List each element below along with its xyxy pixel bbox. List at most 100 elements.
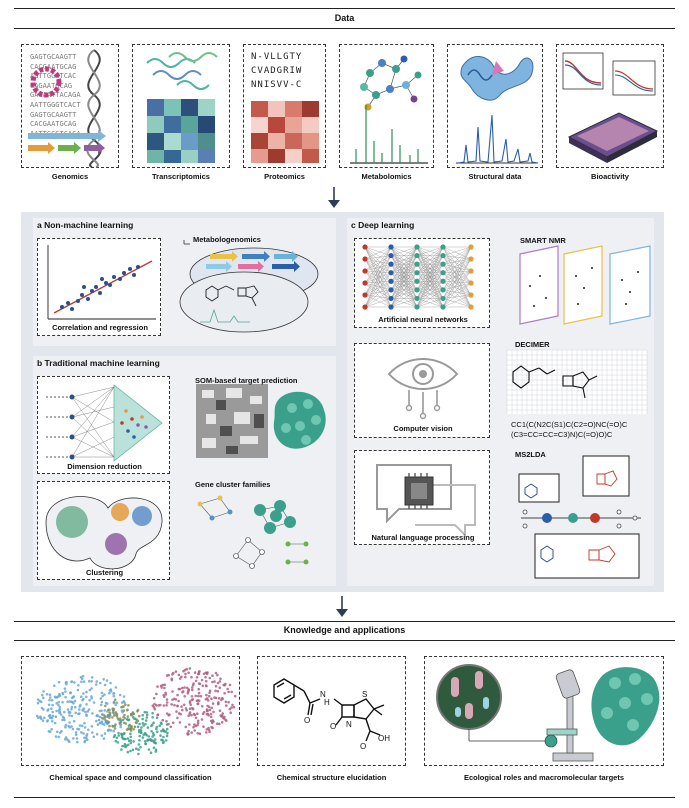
- compound-point: [85, 713, 88, 716]
- compound-point: [188, 700, 192, 703]
- compound-point: [191, 688, 194, 692]
- compound-point: [81, 675, 85, 678]
- expression-heatmap: [147, 99, 215, 163]
- compound-point: [192, 725, 195, 729]
- compound-point: [165, 704, 168, 707]
- compound-point: [165, 720, 168, 723]
- compound-point: [221, 697, 224, 701]
- compound-point: [82, 697, 85, 701]
- compound-point: [184, 675, 187, 679]
- compound-point: [53, 684, 56, 688]
- data-rule: [14, 28, 675, 29]
- compound-point: [50, 727, 53, 731]
- nn-node: [414, 278, 420, 284]
- compound-point: [228, 683, 232, 687]
- dimension-reduction-graphic: [46, 384, 163, 462]
- nn-node: [362, 280, 368, 286]
- compound-point: [57, 735, 61, 739]
- nn-node: [388, 304, 394, 310]
- compound-point: [146, 738, 150, 742]
- compound-point: [73, 681, 76, 684]
- compound-point: [177, 673, 181, 677]
- compound-point: [132, 727, 135, 731]
- ecological-label: Ecological roles and macromolecular targ…: [463, 773, 625, 782]
- nn-node: [440, 244, 446, 250]
- compound-point: [123, 742, 127, 746]
- nn-node: [468, 304, 474, 310]
- cluster-green: [56, 506, 88, 538]
- compound-point: [183, 686, 186, 689]
- compound-point: [138, 739, 141, 742]
- compound-point: [48, 730, 52, 733]
- compound-point: [125, 744, 128, 747]
- compound-point: [227, 690, 230, 694]
- compound-point: [103, 732, 107, 735]
- compound-point: [190, 731, 193, 734]
- compound-point: [42, 690, 45, 693]
- gene-arrows: [28, 133, 98, 139]
- compound-point: [64, 690, 67, 693]
- compound-point: [145, 716, 149, 719]
- scatter-regression: [47, 245, 156, 320]
- compound-point: [133, 725, 137, 729]
- compound-point: [207, 694, 211, 698]
- compound-point: [170, 677, 174, 680]
- compound-point: [70, 708, 73, 711]
- compound-point: [61, 718, 64, 722]
- compound-point: [88, 688, 92, 692]
- compound-point: [205, 712, 209, 716]
- compound-point: [59, 731, 62, 734]
- compound-point: [120, 734, 124, 737]
- ecological-graphic: [436, 664, 660, 762]
- compound-point: [111, 716, 114, 719]
- mass-spectrum: [350, 105, 428, 164]
- compound-point: [100, 700, 104, 704]
- compound-point: [207, 728, 211, 732]
- compound-point: [125, 728, 129, 731]
- compound-point: [50, 720, 54, 723]
- compound-point: [126, 750, 130, 754]
- compound-point: [210, 721, 214, 725]
- compound-point: [51, 703, 54, 707]
- compound-point: [105, 719, 108, 723]
- compound-point: [112, 694, 116, 698]
- compound-point: [160, 729, 163, 733]
- penicillin-structure: [205, 285, 259, 307]
- compound-point: [196, 719, 200, 723]
- compound-point: [147, 748, 151, 751]
- compound-point: [141, 722, 145, 725]
- compound-point: [90, 676, 94, 679]
- microscope-icon: [546, 669, 594, 762]
- compound-point: [100, 709, 103, 712]
- compound-point: [177, 712, 181, 715]
- compound-point: [194, 679, 198, 683]
- compound-point: [145, 733, 148, 737]
- compound-point: [162, 729, 166, 732]
- compound-point: [127, 718, 131, 721]
- dose-response-curve-2: [612, 60, 656, 96]
- compound-point: [166, 731, 169, 735]
- compound-point: [205, 684, 208, 688]
- nn-node: [414, 261, 420, 267]
- compound-point: [196, 721, 200, 725]
- compound-point: [196, 702, 200, 705]
- nmr-spectra-stack: [519, 245, 651, 325]
- compound-point: [206, 699, 210, 702]
- compound-point: [143, 740, 147, 743]
- compound-point: [165, 723, 169, 726]
- compound-point: [74, 705, 77, 709]
- compound-point: [64, 723, 68, 727]
- compound-point: [86, 710, 90, 713]
- proteomics-label: Proteomics: [264, 172, 305, 181]
- compound-point: [47, 708, 50, 711]
- compound-point: [181, 690, 184, 694]
- compound-point: [145, 711, 149, 714]
- som-grid: [196, 384, 268, 458]
- compound-point: [78, 708, 81, 711]
- compound-point: [214, 684, 218, 688]
- compound-point: [36, 701, 40, 705]
- gene-cluster-network: [197, 495, 309, 569]
- compound-point: [227, 700, 230, 704]
- compound-point: [171, 690, 174, 693]
- compound-point: [199, 694, 203, 698]
